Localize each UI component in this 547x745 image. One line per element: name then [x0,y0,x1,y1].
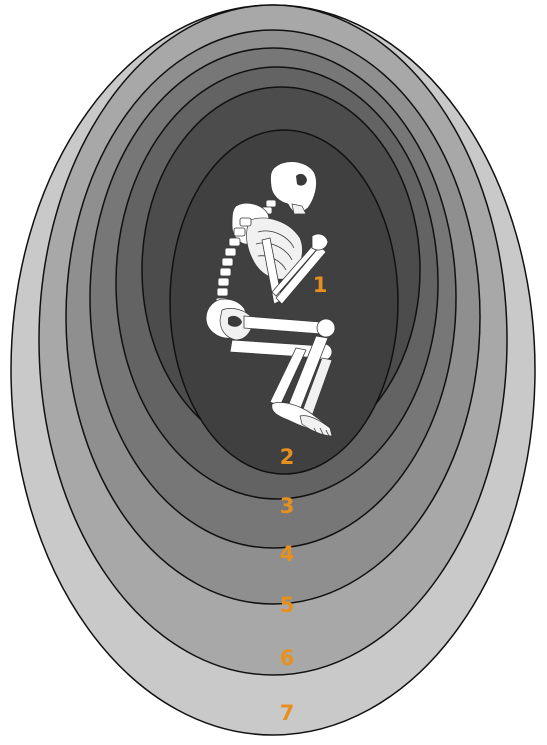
zone-label-5: 5 [280,593,295,617]
zone-label-1: 1 [313,273,328,297]
zone-label-7: 7 [280,701,295,725]
zone-label-6: 6 [280,646,295,670]
zone-label-4: 4 [280,542,295,566]
zone-label-3: 3 [280,494,295,518]
zone-label-2: 2 [280,445,295,469]
